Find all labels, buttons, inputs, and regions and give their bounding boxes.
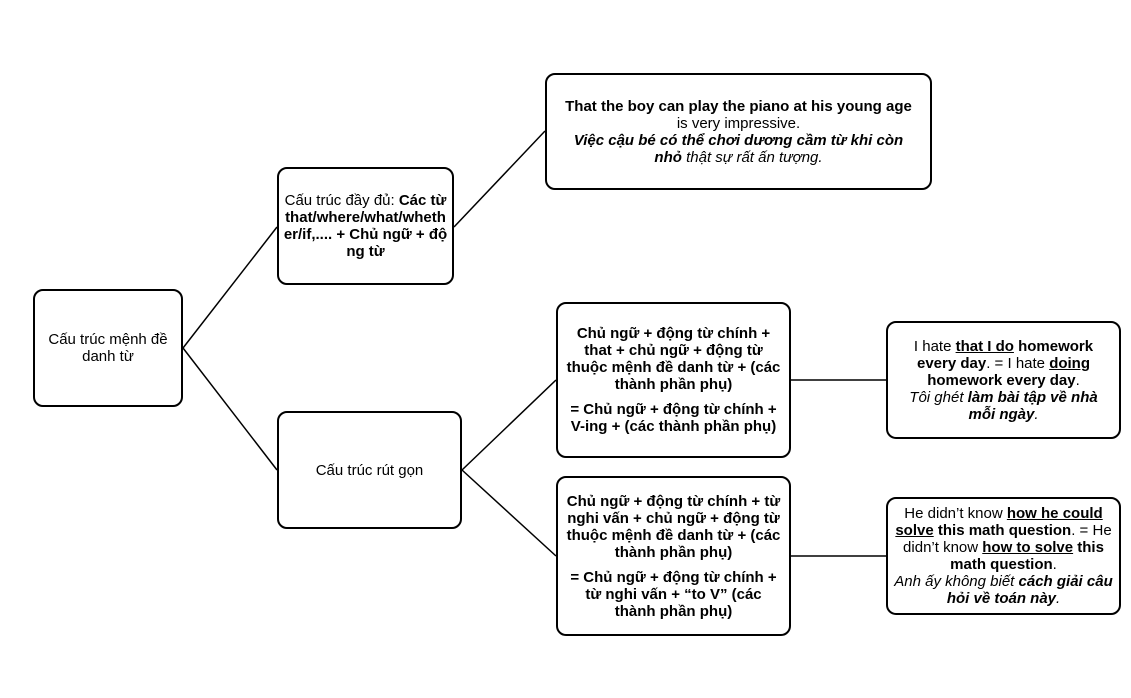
ving-example-t1: I hate <box>913 337 956 355</box>
full-structure-prefix: Cấu trúc đầy đủ: <box>284 192 399 209</box>
ving-example-t4: homework every day <box>927 371 1076 389</box>
tov-example-infinitive: how to solve <box>982 539 1074 556</box>
full-example-english-clause: That the boy can play the piano at his y… <box>565 97 912 115</box>
full-example-english-rest: is very impressive. <box>676 114 801 132</box>
tov-example-vi1: Anh ấy không biết <box>894 573 1019 590</box>
full-example-vietnamese-clause: Việc cậu bé có thể chơi dương cầm từ khi… <box>573 131 904 166</box>
reduced-structure-node: Cấu trúc rút gọn <box>277 411 462 529</box>
connector-root-reduced <box>182 347 278 471</box>
root-label: Cấu trúc mệnh đề danh từ <box>48 331 168 365</box>
tov-example-t1: He didn’t know <box>904 505 1007 522</box>
tov-example-t3: . = He didn’t know <box>903 522 1112 556</box>
ving-example-vi2: . <box>1034 405 1039 423</box>
full-structure-node: Cấu trúc đầy đủ: Các từ that/where/what/… <box>277 167 454 285</box>
ving-example-t3: . = I hate <box>986 354 1050 372</box>
reduced-tov-reduced: = Chủ ngữ + động từ chính + từ nghi vấn … <box>570 568 777 620</box>
tov-example-t4: this math question <box>950 539 1104 573</box>
ving-example-node: I hate that I do homework every day. = I… <box>886 321 1121 439</box>
reduced-tov-original: Chủ ngữ + động từ chính + từ nghi vấn + … <box>566 492 781 561</box>
connector-reduced-ving <box>461 379 557 471</box>
reduced-ving-original: Chủ ngữ + động từ chính + that + chủ ngữ… <box>566 325 781 393</box>
reduced-structure-label: Cấu trúc rút gọn <box>315 461 424 479</box>
tov-example-t5: . <box>1052 556 1057 573</box>
connector-full-example <box>453 130 546 228</box>
full-example-node: That the boy can play the piano at his y… <box>545 73 932 190</box>
full-example-vietnamese-rest: thật sự rất ấn tượng. <box>681 148 823 166</box>
ving-example-gerund: doing <box>1049 354 1091 372</box>
connector-reduced-tov <box>461 469 557 557</box>
reduced-ving-node: Chủ ngữ + động từ chính + that + chủ ngữ… <box>556 302 791 458</box>
root-node: Cấu trúc mệnh đề danh từ <box>33 289 183 407</box>
tov-example-node: He didn’t know how he could solve this m… <box>886 497 1121 615</box>
reduced-tov-node: Chủ ngữ + động từ chính + từ nghi vấn + … <box>556 476 791 636</box>
ving-example-vi-clause: làm bài tập về nhà mỗi ngày <box>967 388 1098 423</box>
tov-example-vi-clause: cách giải câu hỏi về toán này <box>946 573 1113 607</box>
reduced-ving-reduced: = Chủ ngữ + động từ chính + V-ing + (các… <box>570 401 777 435</box>
connector-root-full <box>182 226 278 349</box>
ving-example-t2: homework every day <box>916 337 1094 372</box>
full-structure-formula: Các từ that/where/what/whether/if,.... +… <box>283 192 448 260</box>
tov-example-t2: this math question <box>933 522 1072 539</box>
tov-example-vi2: . <box>1056 590 1061 607</box>
tov-example-clause: how he could solve <box>895 505 1103 539</box>
ving-example-vi1: Tôi ghét <box>909 388 968 406</box>
ving-example-clause: that I do <box>955 337 1014 355</box>
ving-example-t5: . <box>1075 371 1080 389</box>
